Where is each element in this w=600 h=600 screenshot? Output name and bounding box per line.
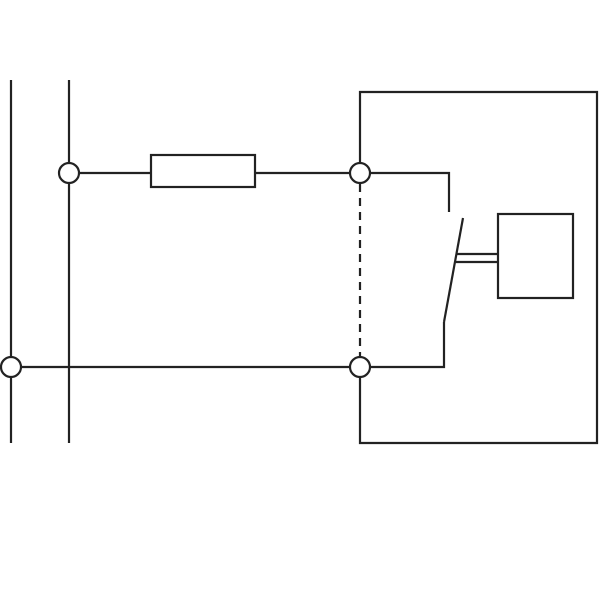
terminal-top-right	[348, 161, 372, 185]
switch-feed-wire	[360, 171, 451, 212]
terminal-top-left	[57, 161, 81, 185]
actuator-box	[496, 212, 575, 300]
enclosure-outline	[358, 90, 599, 445]
switch-return-wire	[360, 322, 446, 369]
resistor	[149, 153, 257, 189]
terminal-bottom-right	[348, 355, 372, 379]
switch-contact	[442, 217, 465, 323]
terminal-bottom-left	[0, 355, 23, 379]
